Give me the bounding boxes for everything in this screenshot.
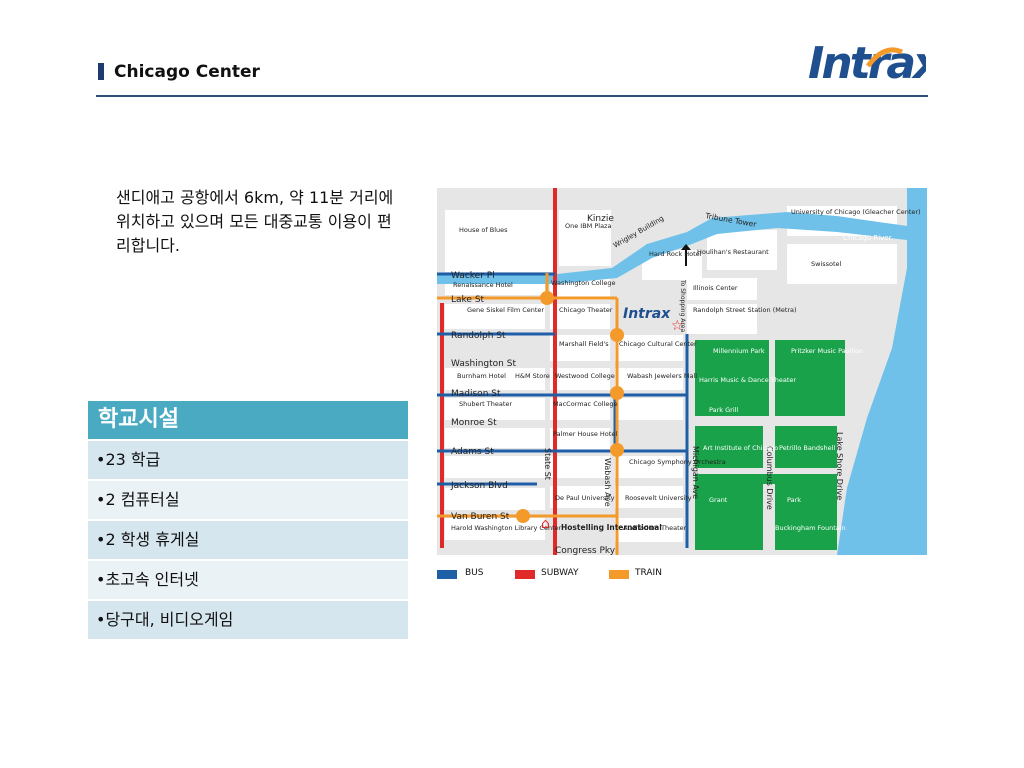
street-label: To Shopping Area xyxy=(679,279,686,332)
place-label: Hard Rock Hotel xyxy=(649,250,702,258)
street-label: Columbus Drive xyxy=(765,446,774,510)
chicago-river xyxy=(437,212,907,284)
place-label: Harris Music & Dance Theater xyxy=(699,376,796,384)
intrax-location-star-icon: ☆ xyxy=(671,318,684,334)
intro-text: 샌디애고 공항에서 6km, 약 11분 거리에 위치하고 있으며 모든 대중교… xyxy=(116,188,394,255)
place-label: Grant xyxy=(709,496,728,504)
place-label: Petrillo Bandshell xyxy=(779,444,835,452)
place-label: Randolph Street Station (Metra) xyxy=(693,306,797,314)
street-label: Kinzie xyxy=(587,214,614,224)
bus-swatch xyxy=(437,570,457,579)
place-label: Chicago Theater xyxy=(559,306,613,314)
street-label: Madison St xyxy=(451,389,501,399)
subway-swatch xyxy=(515,570,535,579)
place-label: House of Blues xyxy=(459,226,508,234)
legend-bus-label: BUS xyxy=(465,568,484,578)
place-label: Marshall Field's xyxy=(559,340,609,348)
place-label: Pritzker Music Pavilion xyxy=(791,347,863,355)
place-label: Palmer House Hotel xyxy=(553,430,617,438)
facilities-table: 학교시설 •23 학급 •2 컴퓨터실 •2 학생 휴게실 •초고속 인터넷 •… xyxy=(88,401,408,641)
place-label: Roosevelt University xyxy=(625,494,692,502)
street-label: Jackson Blvd xyxy=(450,481,508,491)
place-label: Illinois Center xyxy=(693,284,738,292)
place-label: University of Chicago (Gleacher Center) xyxy=(791,208,921,216)
street-label: Adams St xyxy=(451,447,494,457)
street-label: Randolph St xyxy=(451,331,506,341)
page-title: Chicago Center xyxy=(114,62,260,82)
facility-item: •초고속 인터넷 xyxy=(88,561,408,601)
place-label: Hostelling International xyxy=(561,523,662,532)
place-label: Buckingham Fountain xyxy=(775,524,846,532)
place-label: Chicago Symphony Orchestra xyxy=(629,458,726,466)
map-legend: BUS SUBWAY TRAIN xyxy=(437,568,697,582)
chicago-map: Kinzie Wrigley Building Tribune Tower Ch… xyxy=(437,188,927,555)
street-label: Wabash Ave xyxy=(603,458,612,507)
place-label: De Paul University xyxy=(555,494,615,502)
street-label: State St xyxy=(543,448,552,480)
title-rule xyxy=(96,95,928,97)
facilities-heading: 학교시설 xyxy=(88,401,408,441)
place-label: Art Institute of Chicago xyxy=(703,444,778,452)
hostel-home-icon: ⌂ xyxy=(541,516,550,532)
place-label: Washington College xyxy=(551,279,616,287)
facility-item: •23 학급 xyxy=(88,441,408,481)
street-label: Lake Shore Drive xyxy=(835,432,844,500)
bus-lines xyxy=(437,272,689,548)
intrax-map-label: Intrax xyxy=(623,306,671,322)
title-marker xyxy=(98,63,104,80)
place-label: Renaissance Hotel xyxy=(453,281,513,289)
street-label: Van Buren St xyxy=(451,512,510,522)
place-label: Wabash Jewelers Mall xyxy=(627,372,697,380)
place-label: Swissotel xyxy=(811,260,842,268)
facility-item: •당구대, 비디오게임 xyxy=(88,601,408,641)
place-label: Westwood College xyxy=(555,372,615,380)
street-label: Wacker Pl xyxy=(451,271,495,281)
grant-park xyxy=(695,340,845,550)
street-label: Monroe St xyxy=(451,418,497,428)
facility-item: •2 컴퓨터실 xyxy=(88,481,408,521)
place-label: Harold Washington Library Center xyxy=(451,524,562,532)
street-label: Congress Pky xyxy=(555,546,616,555)
place-label: MacCormac College xyxy=(553,400,617,408)
train-swatch xyxy=(609,570,629,579)
place-label: Burnham Hotel xyxy=(457,372,506,380)
subway-lines xyxy=(440,188,557,555)
place-label: Shubert Theater xyxy=(459,400,512,408)
street-label: Lake St xyxy=(451,295,485,305)
place-label: Gene Siskel Film Center xyxy=(467,306,544,314)
place-label: Auditorium Theater xyxy=(623,524,687,532)
legend-train-label: TRAIN xyxy=(635,568,662,578)
place-label: Millennium Park xyxy=(713,347,765,355)
place-label: Houlihan's Restaurant xyxy=(697,248,769,256)
street-label: Chicago River xyxy=(843,234,892,242)
place-label: H&M Store xyxy=(515,372,550,380)
lake-michigan xyxy=(837,188,927,555)
place-label: Park Grill xyxy=(709,406,738,414)
facility-item: •2 학생 휴게실 xyxy=(88,521,408,561)
place-label: One IBM Plaza xyxy=(565,222,611,230)
street-label: Michigan Ave xyxy=(691,446,700,499)
legend-subway-label: SUBWAY xyxy=(541,568,579,578)
intrax-logo: Intrax xyxy=(808,38,926,89)
place-label: Park xyxy=(787,496,801,504)
street-label: Washington St xyxy=(451,359,516,369)
place-label: Chicago Cultural Center xyxy=(619,340,697,348)
